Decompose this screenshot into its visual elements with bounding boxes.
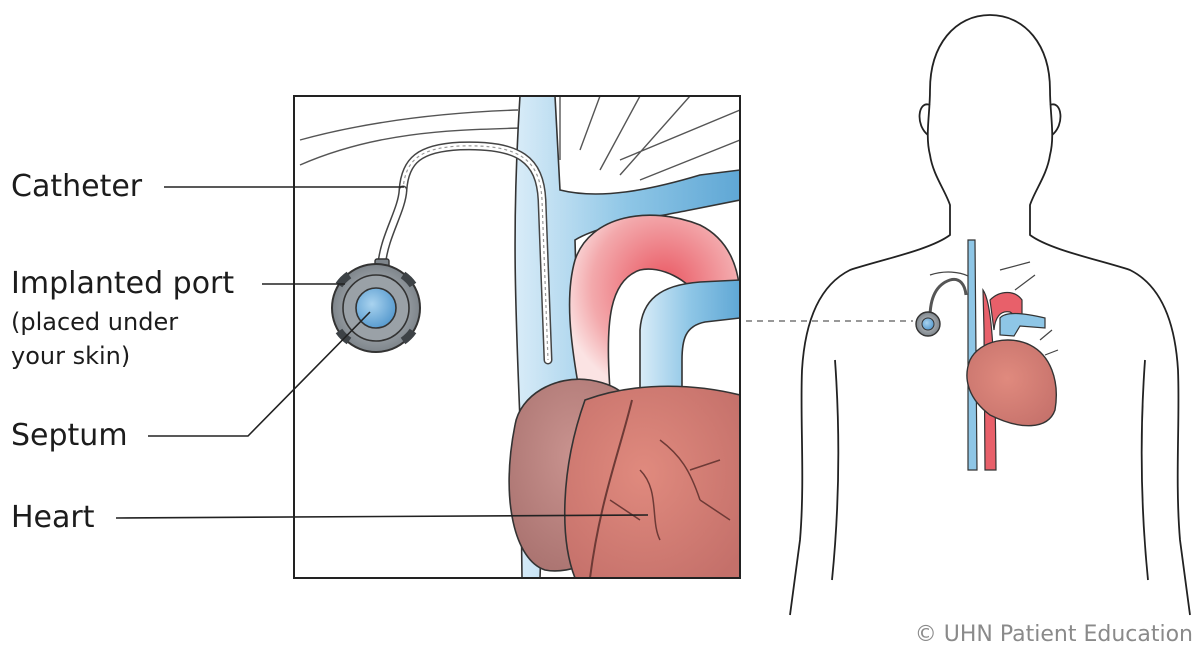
septum-label: Septum bbox=[11, 418, 128, 454]
heart-label: Heart bbox=[11, 500, 95, 536]
mini-heart-illustration bbox=[916, 240, 1058, 470]
inset-anatomy bbox=[294, 96, 740, 578]
implanted-port-label: Implanted port bbox=[11, 266, 234, 302]
septum-leader-line bbox=[148, 312, 370, 436]
port-note-line2: your skin) bbox=[11, 341, 130, 372]
catheter-label: Catheter bbox=[11, 169, 142, 205]
port-note-line1: (placed under bbox=[11, 307, 178, 338]
copyright-credit: © UHN Patient Education bbox=[915, 622, 1193, 648]
